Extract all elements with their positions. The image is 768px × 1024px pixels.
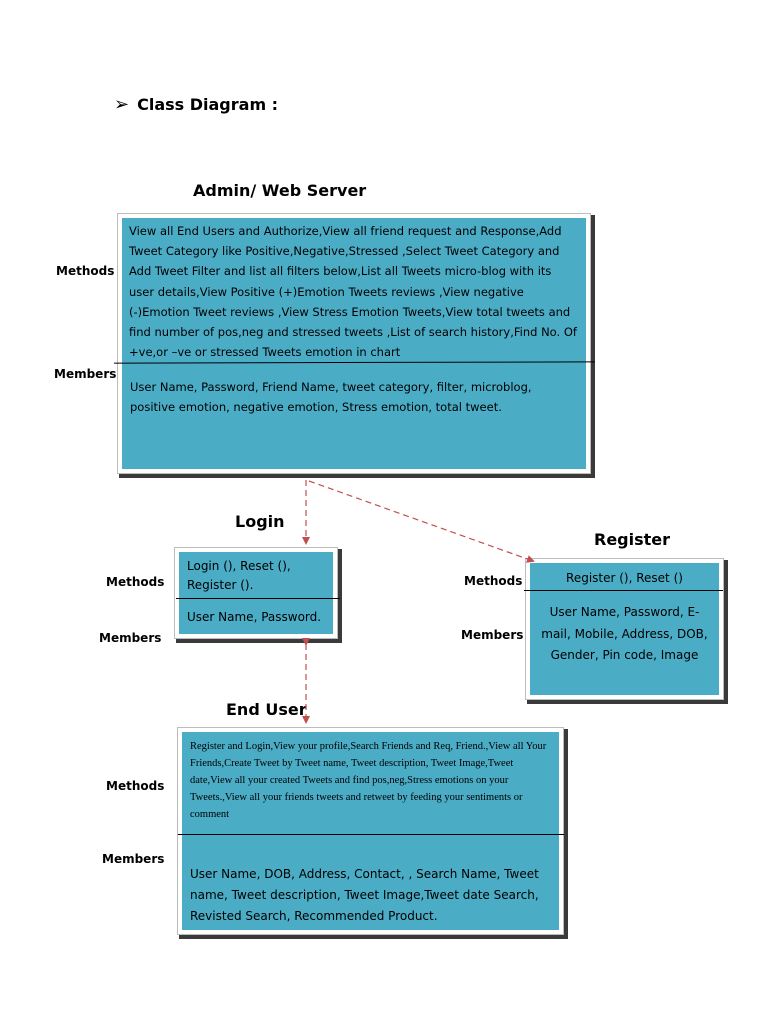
register-methods-section: Register (), Reset () <box>566 571 683 585</box>
register-methods-label: Methods <box>464 574 523 588</box>
admin-class-box: View all End Users and Authorize,View al… <box>118 214 590 473</box>
admin-members-section: User Name, Password, Friend Name, tweet … <box>130 380 532 414</box>
login-methods-section: Login (), Reset (), Register (). <box>187 559 291 592</box>
register-divider <box>524 590 723 591</box>
admin-methods-section: View all End Users and Authorize,View al… <box>129 224 577 360</box>
admin-to-register-connector <box>308 480 535 563</box>
register-class-title: Register <box>594 530 671 549</box>
enduser-members-label: Members <box>102 852 165 866</box>
admin-methods-label: Methods <box>56 264 115 278</box>
enduser-class-title: End User <box>226 700 307 719</box>
login-class-box: Login (), Reset (), Register (). User Na… <box>175 548 337 638</box>
admin-class-title: Admin/ Web Server <box>193 181 367 200</box>
enduser-class-box: Register and Login,View your profile,Sea… <box>178 728 563 934</box>
register-members-section: User Name, Password, E-mail, Mobile, Add… <box>541 605 708 662</box>
login-divider <box>176 598 340 599</box>
login-members-label: Members <box>99 631 162 645</box>
register-members-label: Members <box>461 628 524 642</box>
arrow-bullet-icon: ➢ <box>114 94 130 115</box>
login-class-title: Login <box>235 512 285 531</box>
page-heading: ➢ Class Diagram : <box>114 94 278 115</box>
enduser-methods-label: Methods <box>106 779 165 793</box>
login-methods-label: Methods <box>106 575 165 589</box>
enduser-divider <box>178 834 564 835</box>
login-members-section: User Name, Password. <box>187 610 322 624</box>
register-class-box: Register (), Reset () User Name, Passwor… <box>526 559 723 699</box>
enduser-members-section: User Name, DOB, Address, Contact, , Sear… <box>190 867 539 923</box>
page-title: Class Diagram : <box>137 95 279 114</box>
enduser-methods-section: Register and Login,View your profile,Sea… <box>190 741 547 820</box>
admin-members-label: Members <box>54 367 117 381</box>
